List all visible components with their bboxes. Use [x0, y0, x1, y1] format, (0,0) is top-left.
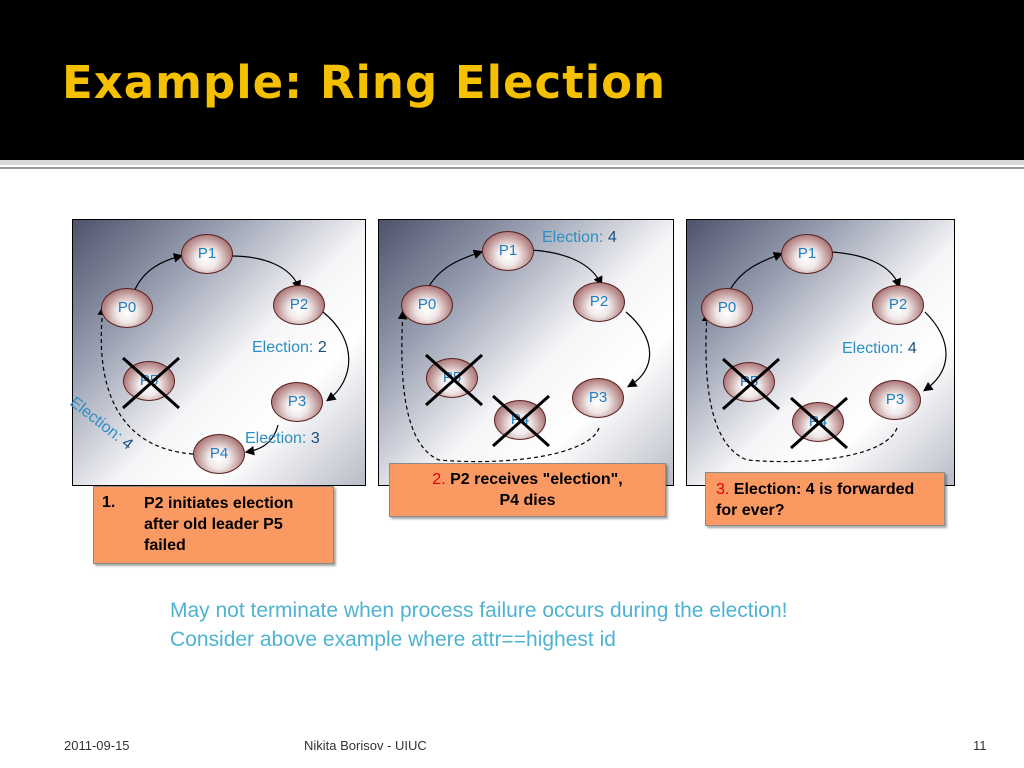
divider-line: [0, 160, 1024, 165]
process-node-p3: P3: [271, 382, 323, 422]
footer-author: Nikita Borisov - UIUC: [304, 738, 427, 753]
step-number: 3.: [716, 481, 730, 498]
ring-arrows-2: [397, 249, 651, 463]
process-node-p3: P3: [869, 380, 921, 420]
ring-diagram-step-3: P1 P0 P2 P5 P3 P4 Election: 4: [686, 219, 955, 486]
process-node-p4: P4: [792, 402, 844, 442]
process-node-p4: P4: [494, 400, 546, 440]
slide-title: Example: Ring Election: [62, 56, 667, 109]
step-2-callout: 2. P2 receives "election", P4 dies: [389, 463, 666, 517]
process-node-p1: P1: [181, 234, 233, 274]
summary-line: May not terminate when process failure o…: [170, 599, 788, 622]
process-node-p0: P0: [701, 288, 753, 328]
title-bar: Example: Ring Election: [0, 0, 1024, 160]
process-node-p0: P0: [401, 285, 453, 325]
step-3-callout: 3. Election: 4 is forwarded for ever?: [705, 472, 945, 526]
process-node-p2: P2: [273, 285, 325, 325]
process-node-p1: P1: [781, 234, 833, 274]
summary-line: Consider above example where attr==highe…: [170, 628, 616, 651]
process-node-p2: P2: [573, 282, 625, 322]
page-number: 11: [973, 738, 987, 753]
step-number: 2.: [432, 471, 446, 488]
divider-line-thin: [0, 167, 1024, 169]
ring-diagram-step-2: P1 P0 P2 P5 P3 P4 Election: 4: [378, 219, 674, 486]
process-node-p2: P2: [872, 285, 924, 325]
step-text: P2 receives "election",: [450, 471, 623, 488]
election-label: Election: 4: [842, 340, 917, 357]
process-node-p5: P5: [123, 361, 175, 401]
process-node-p0: P0: [101, 288, 153, 328]
process-node-p5: P5: [426, 358, 478, 398]
election-label: Election: 2: [252, 339, 327, 356]
step-text-line2: P4 dies: [499, 492, 556, 509]
step-number: 1.: [102, 494, 116, 511]
ring-arrows-3: [701, 251, 947, 463]
process-node-p5: P5: [723, 362, 775, 402]
step-text: P2 initiates election after old leader P…: [144, 495, 294, 554]
step-1-callout: 1. P2 initiates election after old leade…: [93, 486, 334, 564]
process-node-p4: P4: [193, 434, 245, 474]
ring-arrows-1: [97, 253, 350, 456]
election-label: Election: 3: [245, 430, 320, 447]
ring-diagram-step-1: P1 P0 P2 P5 P3 P4 Election: 2 Election: …: [67, 219, 366, 486]
process-node-p1: P1: [482, 231, 534, 271]
election-label: Election: 4: [542, 229, 617, 246]
process-node-p3: P3: [572, 378, 624, 418]
footer-date: 2011-09-15: [64, 738, 130, 753]
summary-text: May not terminate when process failure o…: [170, 596, 787, 654]
step-text: Election: 4 is forwarded for ever?: [716, 481, 915, 519]
